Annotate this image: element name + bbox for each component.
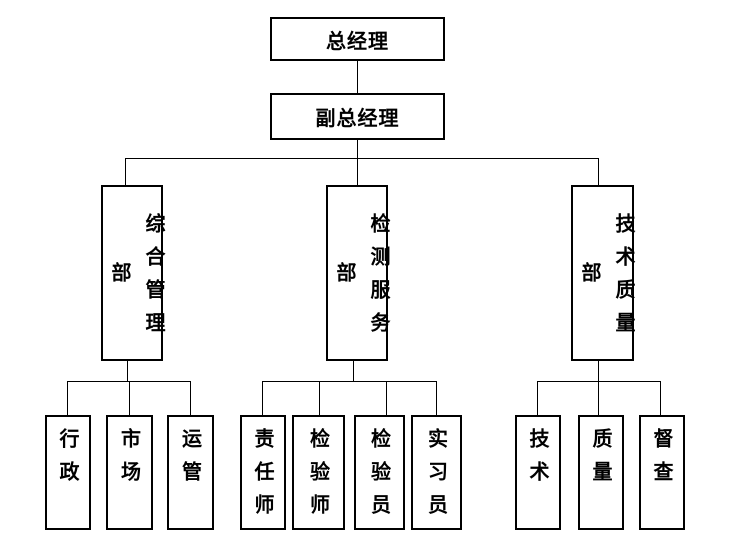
- connector-unit-1-3: [190, 381, 191, 415]
- unit-box-3-3: 督查: [639, 415, 685, 530]
- general-manager-box: 总经理: [270, 17, 445, 61]
- unit-box-3-2: 质量: [578, 415, 624, 530]
- unit-label-2-1: 责任师: [251, 428, 275, 527]
- unit-label-1-1: 行政: [56, 428, 80, 494]
- unit-box-3-1: 技术: [515, 415, 561, 530]
- general-manager-label: 总经理: [326, 28, 389, 53]
- unit-label-3-1: 技术: [526, 428, 550, 494]
- connector-dept-3-down: [598, 361, 599, 382]
- unit-label-3-3: 督查: [650, 428, 674, 494]
- unit-label-2-3: 检验员: [367, 428, 392, 527]
- unit-label-2-4: 实习员: [424, 428, 449, 527]
- connector-dept-2-down: [353, 361, 354, 382]
- department-box-3: 技术质量部: [571, 185, 636, 361]
- connector-dept-2: [357, 158, 358, 185]
- department-box-1: 综合管理部: [101, 185, 166, 361]
- connector-unit-2-4: [436, 381, 437, 415]
- connector-unit-3-1: [537, 381, 538, 415]
- connector-departments-bar: [125, 158, 599, 159]
- deputy-general-manager-label: 副总经理: [315, 106, 400, 130]
- connector-units-bar-2: [262, 381, 437, 382]
- connector-top-deputy: [357, 61, 358, 93]
- deputy-general-manager-box: 副总经理: [270, 93, 445, 140]
- unit-label-3-2: 质量: [589, 428, 613, 494]
- unit-label-1-3: 运管: [178, 428, 203, 494]
- connector-units-bar-3: [537, 381, 661, 382]
- connector-unit-2-3: [386, 381, 387, 415]
- unit-box-2-3: 检验员: [354, 415, 405, 530]
- connector-unit-1-1: [67, 381, 68, 415]
- department-box-2: 检测服务部: [326, 185, 391, 361]
- connector-dept-1-down: [127, 361, 128, 382]
- unit-box-2-1: 责任师: [240, 415, 286, 530]
- unit-box-1-3: 运管: [167, 415, 214, 530]
- department-label-1: 综合管理部: [108, 212, 166, 345]
- connector-dept-3: [598, 158, 599, 185]
- unit-label-1-2: 市场: [117, 428, 142, 494]
- unit-box-1-1: 行政: [45, 415, 91, 530]
- connector-dept-1: [125, 158, 126, 185]
- unit-box-2-4: 实习员: [411, 415, 462, 530]
- connector-unit-1-2: [129, 381, 130, 415]
- department-label-2: 检测服务部: [333, 212, 391, 345]
- connector-unit-2-2: [319, 381, 320, 415]
- connector-unit-3-3: [660, 381, 661, 415]
- unit-box-1-2: 市场: [106, 415, 153, 530]
- connector-unit-2-1: [262, 381, 263, 415]
- department-label-3: 技术质量部: [578, 212, 636, 345]
- connector-deputy-down: [357, 140, 358, 159]
- connector-unit-3-2: [598, 381, 599, 415]
- unit-label-2-2: 检验师: [306, 428, 331, 527]
- unit-box-2-2: 检验师: [292, 415, 345, 530]
